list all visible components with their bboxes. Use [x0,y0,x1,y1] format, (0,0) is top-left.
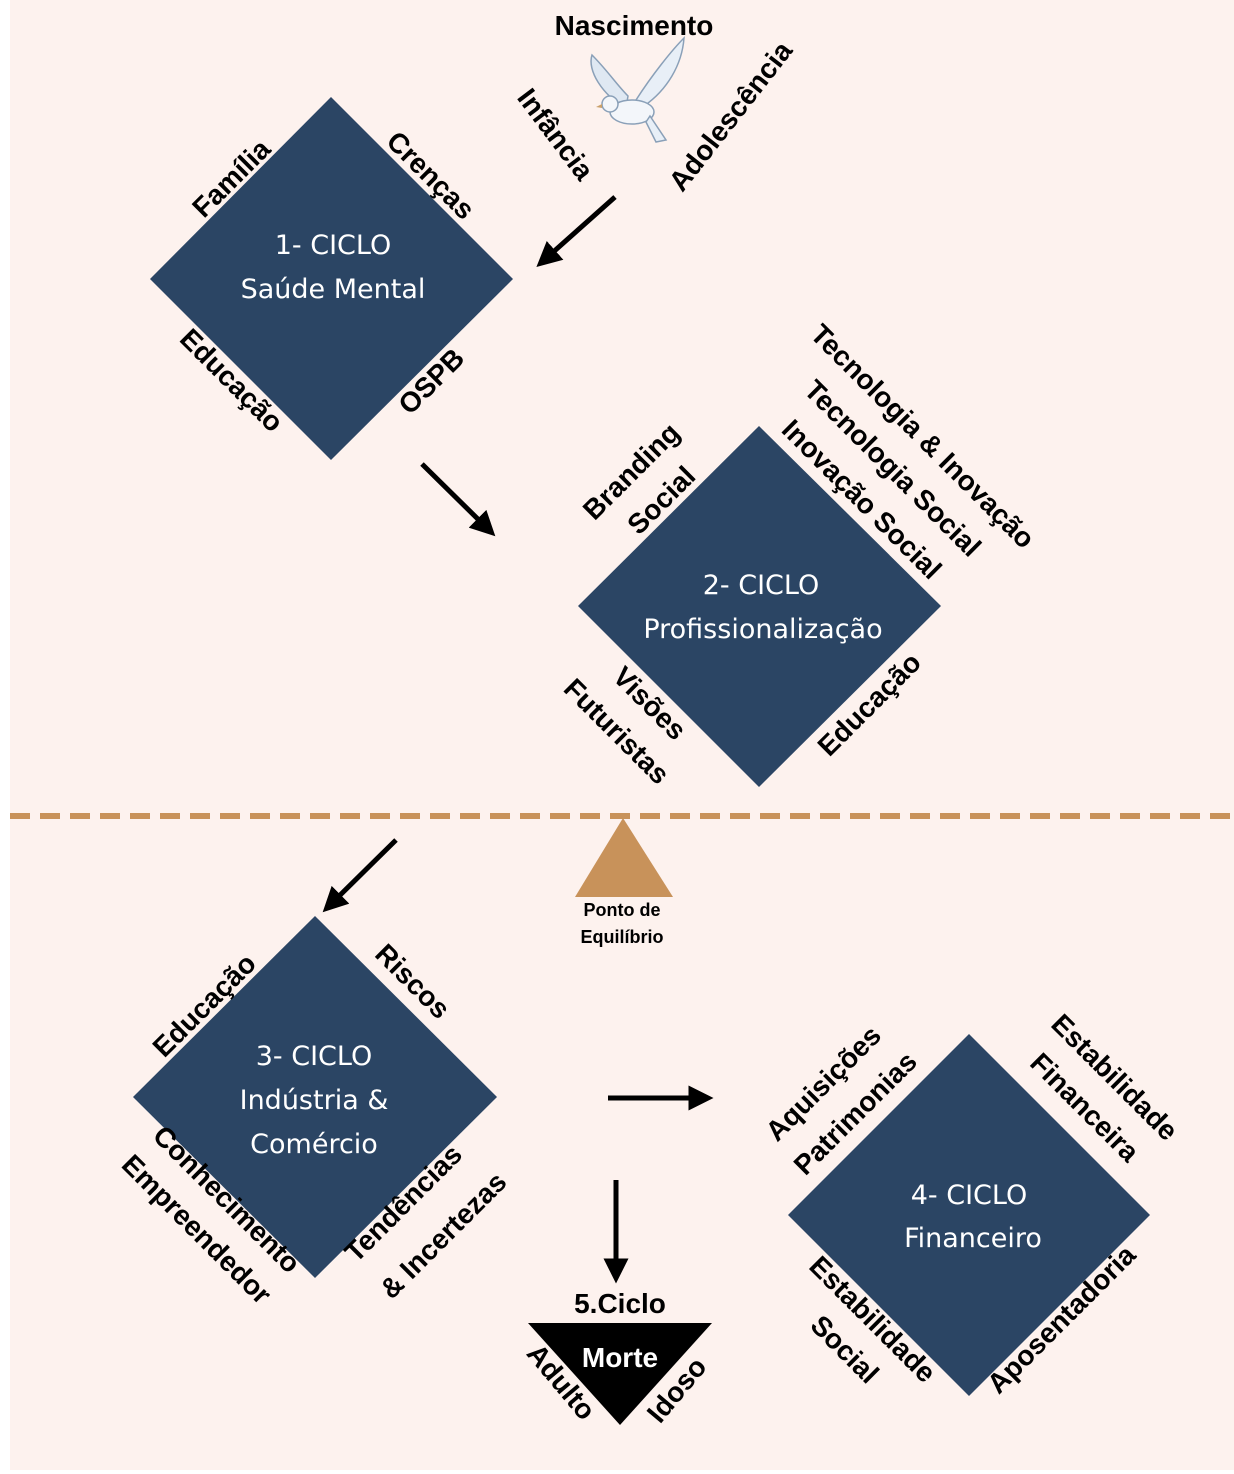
balance-label-line2: Equilíbrio [581,927,664,947]
dove-icon [590,36,685,143]
cycle3-title: 3- CICLO [256,1041,373,1072]
infancia-label: Infância [511,83,600,186]
nascimento-title: Nascimento [555,10,714,41]
balance-triangle [575,818,673,897]
arrow-cycle1-to-cycle2 [420,462,496,537]
cycle1-subtitle: Saúde Mental [241,274,426,305]
cycle1-diamond [150,97,513,460]
balance-label-line1: Ponto de [584,900,661,920]
cycle5-triangle [528,1323,712,1425]
cycle3-subtitle-1: Indústria & [240,1085,389,1116]
cycle2-subtitle: Profissionalização [643,614,882,645]
cycle3-diamond [133,916,497,1278]
cycle2-diamond [578,426,941,787]
cycle5-center: Morte [582,1342,658,1373]
cycle4-title: 4- CICLO [911,1180,1028,1211]
cycle4-diamond [788,1034,1150,1396]
cycle2-title: 2- CICLO [703,570,820,601]
adolescencia-label: Adolescência [663,35,799,197]
cycle3-subtitle-2: Comércio [250,1129,378,1160]
cycle1-title: 1- CICLO [275,230,392,261]
cycle4-subtitle: Financeiro [904,1223,1042,1254]
arrow-birth-to-cycle1 [536,195,617,267]
arrow-to-cycle3 [322,838,398,913]
cycle5-title: 5.Ciclo [574,1288,666,1319]
